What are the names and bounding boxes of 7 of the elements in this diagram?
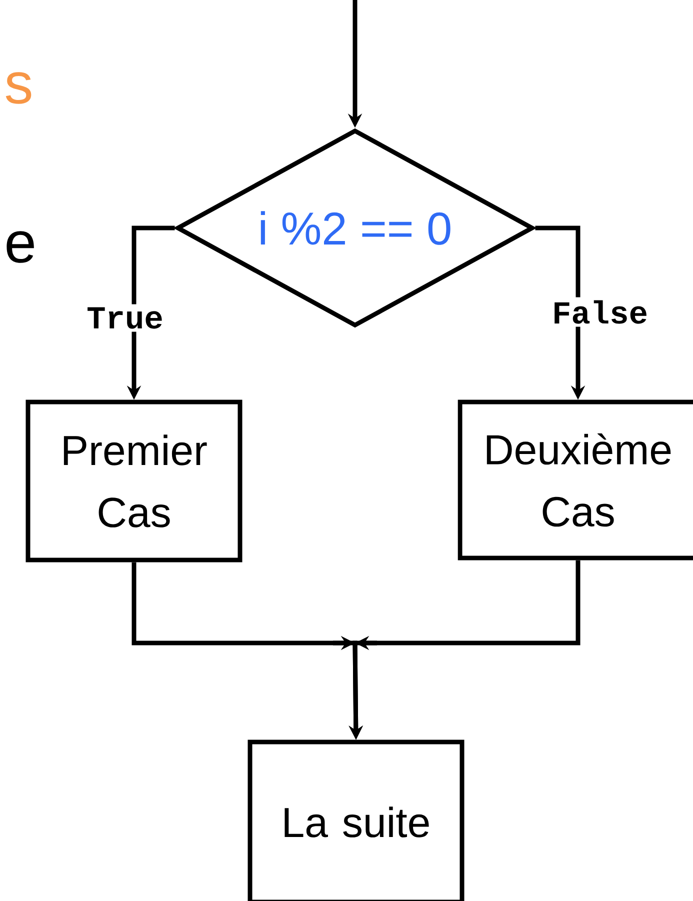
process-box: La suite: [248, 740, 464, 901]
edge-label: True: [84, 304, 166, 332]
process-box: Premier Cas: [26, 400, 242, 562]
text-fragment: s: [6, 72, 32, 104]
text-fragment: e: [6, 231, 34, 263]
edge-label: False: [549, 297, 652, 327]
process-box: Deuxième Cas: [458, 400, 693, 560]
